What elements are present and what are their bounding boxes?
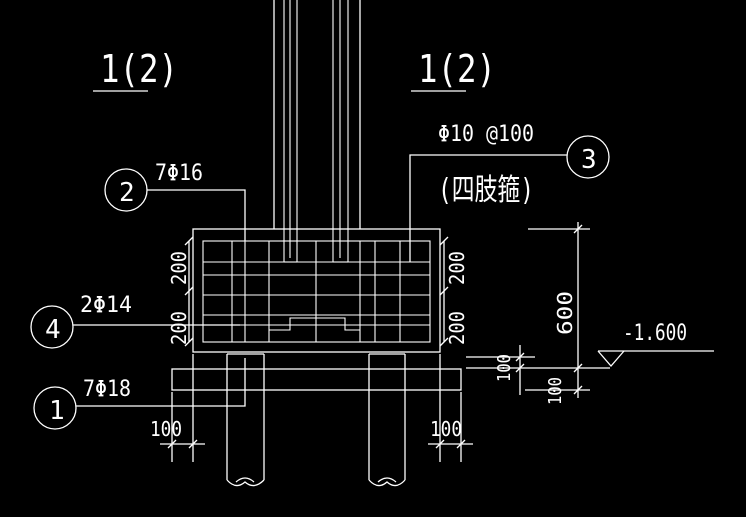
dim-mid-vertical: 100 xyxy=(466,345,535,395)
dim-far-right: 600 100 xyxy=(466,222,610,405)
svg-text:4: 4 xyxy=(45,315,61,345)
pile-left xyxy=(226,353,265,487)
dim-200-upper-right: 200 xyxy=(445,251,469,285)
svg-text:2Φ14: 2Φ14 xyxy=(80,293,132,318)
pile-right xyxy=(368,353,406,487)
svg-text:7Φ18: 7Φ18 xyxy=(83,377,131,402)
callout-4: 4 2Φ14 xyxy=(30,293,240,349)
dim-bottom-left: 100 xyxy=(150,354,205,462)
dim-200-lower: 200 xyxy=(167,311,191,345)
pile-cap xyxy=(192,228,441,353)
section-mark-left: 1(2) xyxy=(93,47,178,92)
dim-bottom-right: 100 xyxy=(428,354,473,462)
callout-1: 1 7Φ18 xyxy=(33,358,246,430)
svg-text:1: 1 xyxy=(49,396,65,426)
dim-100-right: 100 xyxy=(430,417,462,441)
elevation-marker: -1.600 xyxy=(597,321,714,367)
dim-600: 600 xyxy=(553,291,577,335)
section-mark-right: 1(2) xyxy=(411,47,496,92)
svg-text:2: 2 xyxy=(119,178,135,208)
dim-100-bottom: 100 xyxy=(545,377,566,405)
dim-left-vertical: 200 200 xyxy=(167,236,194,347)
section-mark-right-text: 1(2) xyxy=(418,47,496,91)
svg-text:7Φ16: 7Φ16 xyxy=(155,161,203,186)
svg-text:Φ10 @100: Φ10 @100 xyxy=(438,122,534,147)
section-mark-left-text: 1(2) xyxy=(100,47,178,91)
svg-text:3: 3 xyxy=(581,145,597,175)
callout-2: 2 7Φ16 xyxy=(104,161,246,241)
callout-3: 3 Φ10 @100 (四肢箍) xyxy=(409,122,610,262)
dim-200-upper: 200 xyxy=(167,251,191,285)
elevation-text: -1.600 xyxy=(623,321,687,346)
dim-200-lower-right: 200 xyxy=(445,311,469,345)
dim-right-vertical: 200 200 xyxy=(439,236,469,347)
column xyxy=(273,0,361,263)
base-slab xyxy=(171,368,462,391)
svg-text:(四肢箍): (四肢箍) xyxy=(438,173,534,208)
dim-100-left: 100 xyxy=(150,417,182,441)
